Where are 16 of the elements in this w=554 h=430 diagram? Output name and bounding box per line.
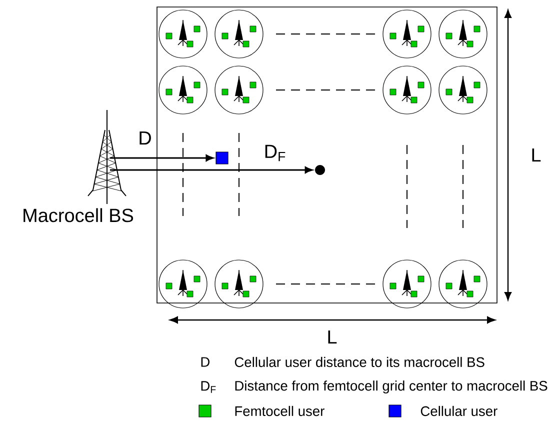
symbol-label: D$_{F}$ <box>201 381 216 393</box>
cellular-user-square <box>216 152 228 164</box>
tower-caption: Macrocell BS <box>24 208 134 222</box>
legend-text: Cellular user <box>420 406 498 416</box>
key-text: Cellular user distance to its macrocell BS <box>234 356 484 368</box>
tower-drawing <box>88 110 126 204</box>
arrow <box>110 154 214 162</box>
dimension-label: L <box>532 148 541 162</box>
symbol-label: D <box>201 357 210 367</box>
edge-label: D <box>137 130 153 146</box>
legend-text: Femtocell user <box>235 406 324 416</box>
edge-label: D$_{F}$ <box>262 144 288 162</box>
grid-center-dot <box>315 165 325 175</box>
arrow <box>110 166 312 174</box>
key-text: Distance from femtocell grid center to macrocell BS <box>235 380 548 394</box>
dimension-label: L <box>328 330 337 344</box>
